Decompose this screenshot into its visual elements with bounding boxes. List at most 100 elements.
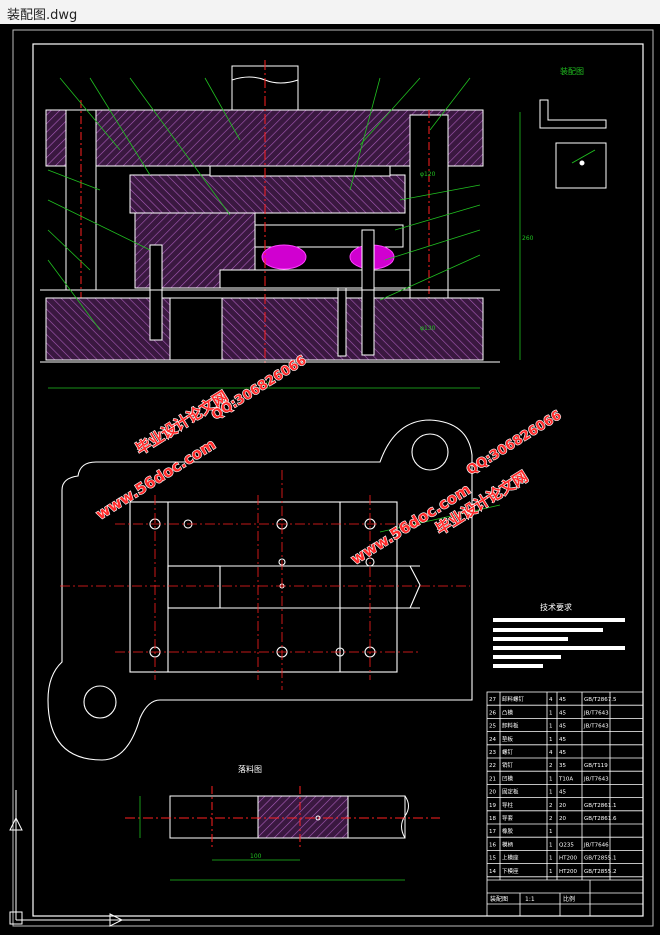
bom-cell: 卸料螺钉 bbox=[502, 695, 525, 703]
bom-cell: GB/T119 bbox=[584, 763, 608, 769]
bom-cell: 2 bbox=[549, 763, 553, 769]
bom-cell: 23 bbox=[489, 750, 496, 756]
bom-cell: 17 bbox=[489, 829, 496, 835]
bom-cell: 1 bbox=[549, 724, 553, 730]
bom-cell: 21 bbox=[489, 776, 496, 782]
watermark-d: QQ:306826066 bbox=[464, 407, 565, 479]
bom-cell: 1 bbox=[549, 776, 553, 782]
bom-cell: 25 bbox=[489, 724, 496, 730]
ucs-icon bbox=[9, 790, 150, 927]
backing-plate bbox=[209, 165, 391, 177]
title-block-b: 1:1 bbox=[525, 896, 535, 903]
bom-cell: 45 bbox=[559, 697, 566, 703]
part-dim-label: 100 bbox=[250, 853, 262, 860]
bom-cell: 20 bbox=[559, 816, 566, 822]
die-base-outline bbox=[47, 419, 473, 761]
bom-cell: GB/T2861.1 bbox=[584, 803, 617, 809]
bom-cell: 27 bbox=[489, 697, 496, 703]
bom-cell: 1 bbox=[549, 737, 553, 743]
bom-cell: 1 bbox=[549, 790, 553, 796]
title-block-a: 装配图 bbox=[490, 895, 508, 903]
bom-cell: 4 bbox=[549, 750, 553, 756]
blank-hatch bbox=[257, 795, 349, 839]
blanking-view: 落料图 100 bbox=[125, 764, 440, 881]
bom-cell: 凹模 bbox=[502, 774, 514, 782]
inner-border bbox=[32, 43, 644, 917]
cad-drawing: 320 260 φ120 φ130 装配图 bbox=[9, 29, 654, 927]
bom-cell: 1 bbox=[549, 869, 553, 875]
svg-text:QQ:306826066: QQ:306826066 bbox=[464, 408, 564, 478]
bom-cell: 45 bbox=[559, 710, 566, 716]
bom-cell: 导柱 bbox=[502, 801, 514, 809]
bom-cell: GB/T2861.6 bbox=[584, 816, 617, 822]
bom-cell: T10A bbox=[558, 776, 573, 782]
bom-cell: 19 bbox=[489, 803, 496, 809]
bom-cell: 凸模 bbox=[502, 708, 514, 716]
bom-cell: 销钉 bbox=[502, 761, 514, 769]
bom-cell: 15 bbox=[489, 856, 496, 862]
bom-cell: 35 bbox=[559, 763, 566, 769]
bom-cell: 模柄 bbox=[502, 840, 514, 848]
bom-cell: JB/T7643 bbox=[583, 710, 609, 716]
overall-width-dim: 320 bbox=[258, 381, 270, 388]
screw-left bbox=[149, 244, 163, 341]
slot-outline bbox=[167, 565, 221, 609]
bom-cell: 导套 bbox=[502, 814, 514, 822]
bom-cell: 45 bbox=[559, 737, 566, 743]
bom-cell: GB/T2855.1 bbox=[584, 856, 617, 862]
bom-cell: 下模座 bbox=[502, 867, 519, 875]
bom-cell: 1 bbox=[549, 710, 553, 716]
bom-cell: JB/T7643 bbox=[583, 776, 609, 782]
mounting-hole bbox=[83, 685, 117, 719]
bom-cell: JB/T7646 bbox=[583, 842, 609, 848]
blanking-view-label: 落料图 bbox=[238, 764, 262, 774]
bom-cell: 45 bbox=[559, 790, 566, 796]
bom-cell: 垫板 bbox=[502, 735, 514, 743]
bom-cell: JB/T7643 bbox=[583, 724, 609, 730]
die-plate-outline bbox=[129, 501, 398, 673]
bom-cell: 45 bbox=[559, 724, 566, 730]
bom-cell: HT200 bbox=[559, 869, 577, 875]
die-insert bbox=[219, 269, 411, 289]
bom-cell: 1 bbox=[549, 856, 553, 862]
bom-cell: Q235 bbox=[559, 842, 574, 848]
section-view: 320 260 φ120 φ130 bbox=[40, 60, 534, 389]
round-boss-hole bbox=[411, 433, 449, 471]
bom-cell: 22 bbox=[489, 763, 496, 769]
bom-cell: 18 bbox=[489, 816, 496, 822]
window-title: 装配图.dwg bbox=[7, 8, 78, 23]
stripper-plate bbox=[252, 224, 404, 248]
bom-cell: 20 bbox=[489, 790, 496, 796]
outer-border bbox=[12, 29, 654, 927]
bom-cell: 固定板 bbox=[502, 788, 519, 796]
overall-height-dim: 260 bbox=[522, 235, 534, 242]
rubber-left bbox=[261, 244, 307, 270]
pin bbox=[337, 287, 347, 357]
drawing-canvas[interactable]: 320 260 φ120 φ130 装配图 bbox=[0, 24, 660, 931]
bolt-holes bbox=[149, 518, 376, 658]
bom-cell: 2 bbox=[549, 816, 553, 822]
lower-dim-label: φ130 bbox=[420, 325, 436, 332]
bom-cell: 20 bbox=[559, 803, 566, 809]
bom-cell: 24 bbox=[489, 737, 496, 743]
lower-gap bbox=[169, 297, 223, 361]
bom-cell: 45 bbox=[559, 750, 566, 756]
bom-cell: 16 bbox=[489, 842, 496, 848]
bom-cell: 4 bbox=[549, 697, 553, 703]
bom-cell: 1 bbox=[549, 829, 553, 835]
bom-cell: 26 bbox=[489, 710, 496, 716]
notes-title: 技术要求 bbox=[540, 602, 572, 612]
bom-cell: GB/T2867.5 bbox=[584, 697, 617, 703]
upper-dim-label: φ120 bbox=[420, 171, 436, 178]
bom-cell: GB/T2855.2 bbox=[584, 869, 617, 875]
title-block-c: 比例 bbox=[563, 895, 575, 903]
screw-right bbox=[361, 229, 375, 356]
bom-cell: 1 bbox=[549, 842, 553, 848]
title-bar: 装配图.dwg bbox=[0, 0, 660, 25]
technical-notes: 技术要求 bbox=[493, 602, 625, 668]
part-sketch: 装配图 bbox=[539, 66, 607, 189]
bom-cell: HT200 bbox=[559, 856, 577, 862]
part-sketch-label: 装配图 bbox=[560, 66, 584, 76]
bom-cell: 上模座 bbox=[502, 854, 519, 862]
